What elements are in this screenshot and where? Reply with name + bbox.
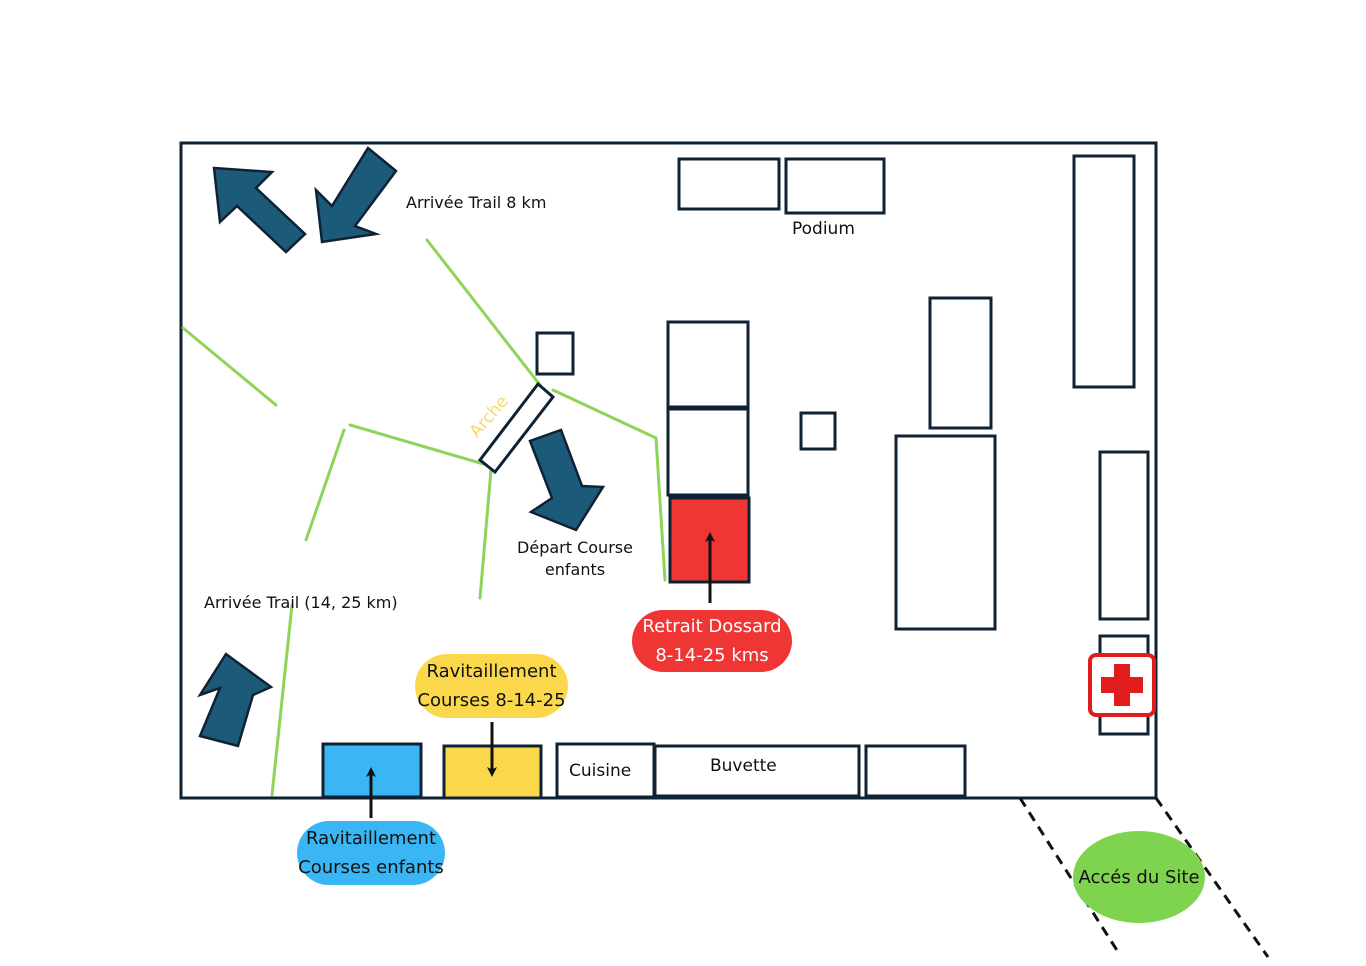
arche [477,381,556,475]
depart-course-enfants-label: Départ Course enfants [517,538,633,579]
access-line-right [1154,797,1270,958]
arrivee-trail-14-25-label: Arrivée Trail (14, 25 km) [204,593,398,612]
stand-block-1 [666,320,750,409]
acces-site-bubble-bg [1073,831,1205,923]
buvette-label: Buvette [710,756,777,776]
ravito-enfants-bubble: Ravitaillement Courses enfants [298,828,444,878]
stand-block-4 [894,434,997,631]
site-boundary [179,141,1158,800]
acces-site-bubble: Accés du Site [1078,866,1200,888]
stand-bottom-right [864,744,967,798]
stand-block-3 [928,296,993,430]
arrivee-trail-8-label: Arrivée Trail 8 km [406,193,547,212]
ravito-courses-bubble: Ravitaillement Courses 8-14-25 [417,661,566,711]
path-line [270,603,294,797]
arrow-down-right-icon [528,428,606,532]
retrait-dossard-bubble-bg [632,610,792,672]
path-line [551,388,667,582]
path-line [425,238,542,387]
podium-right-block [784,157,886,215]
arrow-down-left-icon [314,146,398,244]
stand-block-2 [666,407,750,497]
course-paths [181,238,667,797]
first-aid-cross-icon [1088,653,1156,717]
small-stand-2 [799,411,837,451]
arrow-up-left-icon [212,166,307,254]
path-line [181,326,278,407]
buvette-stand [653,744,861,798]
access-line-left [1018,797,1122,956]
podium-label: Podium [792,219,855,239]
podium-left-block [677,157,781,211]
cuisine-label: Cuisine [569,761,632,781]
path-line [304,428,346,542]
stand-right-mid [1098,450,1150,621]
ravito-enfants-bubble-bg [297,821,445,885]
ravito-courses-bubble-bg [415,654,568,718]
stand-tall-right [1072,154,1136,389]
retrait-dossard-bubble: Retrait Dossard 8-14-25 kms [642,616,782,666]
arrow-up-right-icon [197,652,274,748]
path-line [348,423,489,467]
small-stand-1 [535,331,575,376]
path-line [478,468,493,600]
